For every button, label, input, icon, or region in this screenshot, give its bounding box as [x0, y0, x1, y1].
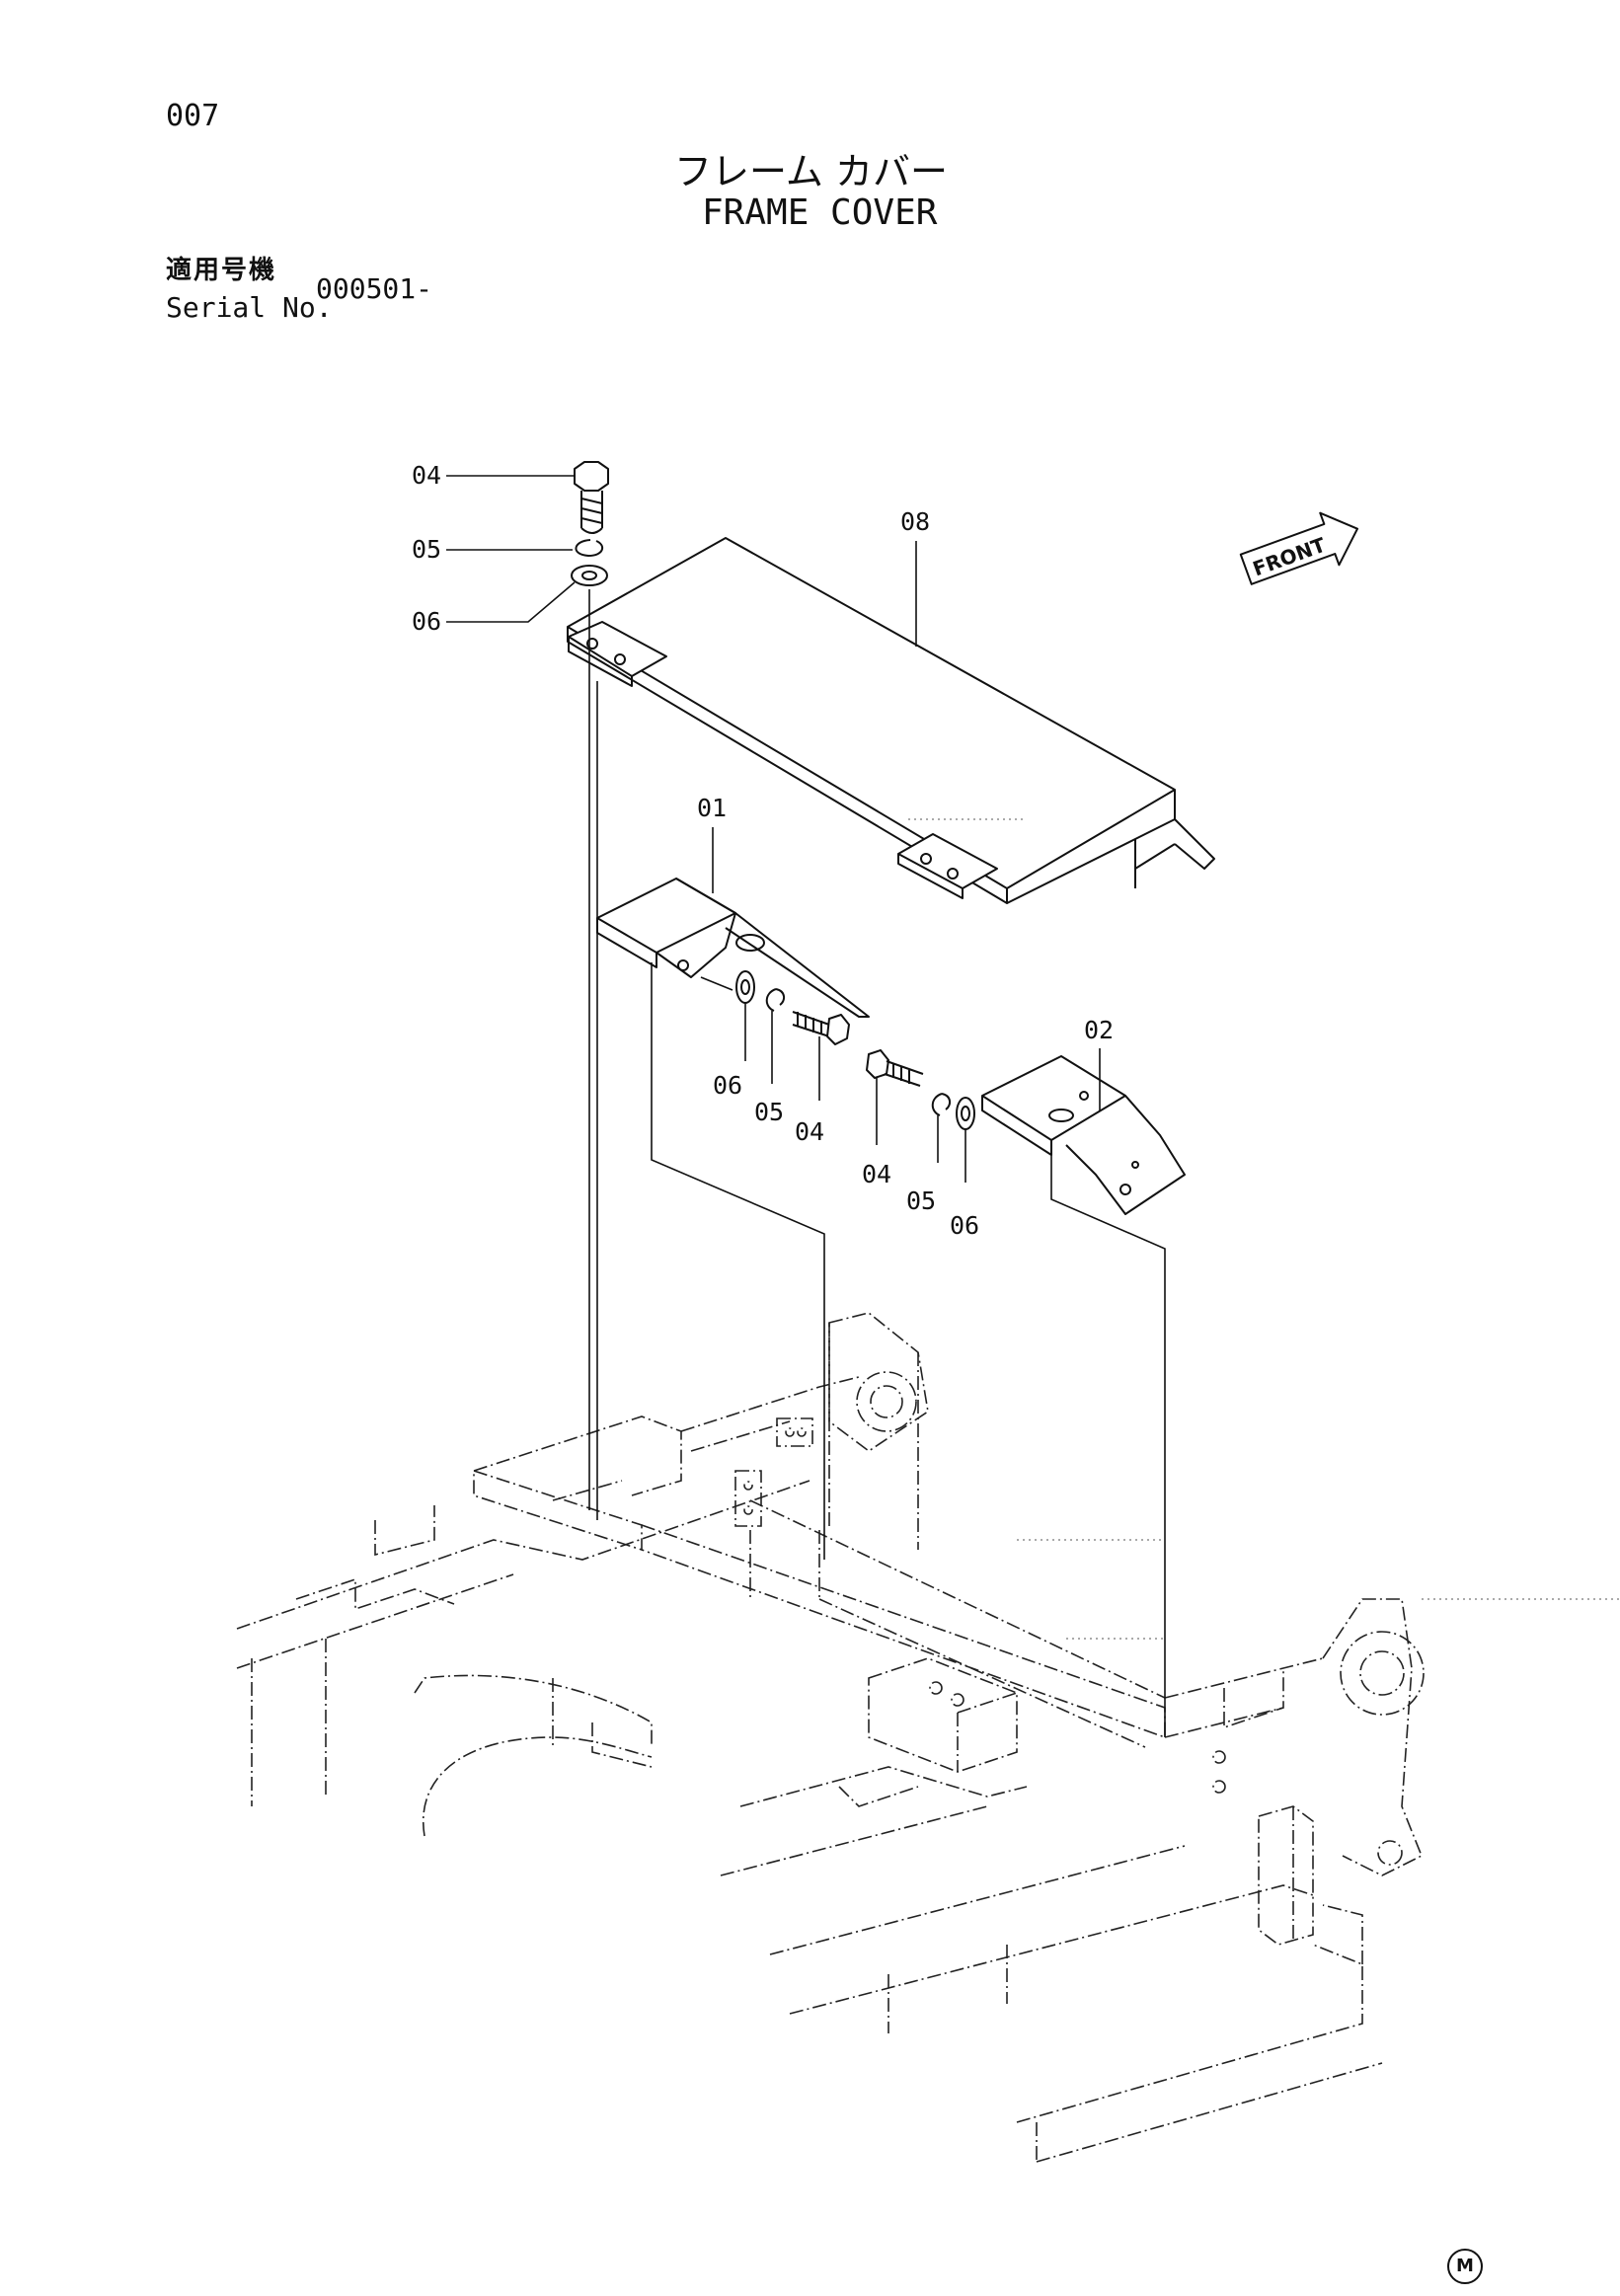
page-number: 007: [166, 99, 220, 133]
front-direction-arrow: FRONT: [1239, 511, 1359, 585]
callout-label: 04: [412, 461, 441, 490]
callout-label: 01: [697, 794, 727, 822]
page-title: FRAME COVER: [702, 192, 938, 233]
assembly-lines: [588, 589, 1166, 1737]
callout-label: 04: [862, 1160, 891, 1188]
callout-label: 05: [754, 1098, 784, 1126]
machine-frame: [236, 1312, 1425, 2163]
callout-label: 05: [412, 535, 441, 564]
callout-label: 08: [900, 507, 930, 536]
part-02-bracket: [981, 1055, 1186, 1215]
callout-label: 02: [1084, 1016, 1114, 1044]
fasteners: [571, 461, 975, 1130]
serial-number-value: 000501-: [316, 272, 433, 305]
callout-label: 06: [412, 607, 441, 636]
callout-label: 04: [795, 1117, 824, 1146]
serial-label-japanese: 適用号機: [166, 256, 277, 285]
part-08-frame-cover: [567, 537, 1215, 904]
callout-label: 05: [906, 1186, 936, 1215]
callouts: 04 05 06 08 01 06 05 04 04 05 06 02: [412, 461, 1114, 1240]
circled-m-mark: M: [1447, 2249, 1483, 2284]
callout-label: 06: [713, 1071, 742, 1100]
reference-lines: [908, 818, 1620, 1640]
part-01-bracket: [596, 878, 870, 1018]
serial-label: Serial No.: [166, 291, 333, 324]
callout-label: 06: [950, 1211, 979, 1240]
page-title-japanese: フレーム カバー: [674, 150, 948, 193]
